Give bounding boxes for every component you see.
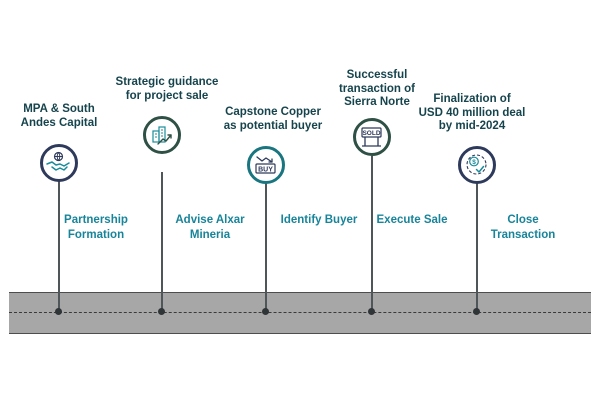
milestone-road-dot bbox=[368, 308, 375, 315]
milestone-stem bbox=[265, 183, 267, 312]
milestone-stage: Identify Buyer bbox=[259, 213, 379, 228]
milestone-heading: MPA & South Andes Capital bbox=[0, 103, 119, 130]
sold-sign-icon: SOLD bbox=[361, 127, 382, 147]
heading-line: Sierra Norte bbox=[344, 96, 410, 108]
heading-line: Capstone Copper bbox=[225, 106, 321, 118]
milestone-heading: Capstone Copper as potential buyer bbox=[213, 106, 333, 133]
milestone-stage: Partnership Formation bbox=[36, 213, 156, 242]
heading-line: Finalization of bbox=[433, 93, 511, 105]
stage-line: Transaction bbox=[490, 228, 556, 241]
sold-sign-text: SOLD bbox=[362, 130, 380, 137]
milestone-stem bbox=[371, 156, 373, 312]
milestone-stage: Close Transaction bbox=[463, 213, 583, 242]
milestone-marker: BUY bbox=[247, 146, 285, 184]
heading-line: Successful bbox=[346, 69, 408, 81]
heading-line: transaction of bbox=[338, 82, 416, 95]
milestone-road-dot bbox=[55, 308, 62, 315]
milestone-road-dot bbox=[262, 308, 269, 315]
milestone-marker bbox=[40, 144, 78, 182]
milestone-heading: Strategic guidance for project sale bbox=[107, 76, 227, 103]
stage-line: Close bbox=[507, 214, 539, 226]
milestone-stem bbox=[58, 181, 60, 312]
buy-sign-icon: BUY bbox=[255, 156, 276, 174]
heading-line: by mid-2024 bbox=[438, 120, 506, 132]
stage-line: Mineria bbox=[189, 228, 231, 241]
milestone-road-dot bbox=[473, 308, 480, 315]
money-check-icon: $ bbox=[466, 154, 487, 175]
growth-buildings-icon bbox=[152, 126, 172, 145]
heading-line: USD 40 million deal bbox=[418, 106, 526, 119]
heading-line: for project sale bbox=[125, 89, 209, 102]
milestone-marker: $ bbox=[458, 146, 496, 184]
milestone-marker: SOLD bbox=[353, 118, 391, 156]
milestone-heading: Successful transaction of Sierra Norte bbox=[317, 69, 437, 110]
road-centerline bbox=[9, 312, 591, 313]
milestone-stem bbox=[476, 183, 478, 312]
stage-line: Advise Alxar bbox=[175, 214, 245, 226]
heading-line: as potential buyer bbox=[223, 119, 323, 132]
dollar-sign-text: $ bbox=[472, 159, 476, 166]
stage-line: Formation bbox=[67, 228, 125, 241]
stage-line: Identify Buyer bbox=[280, 214, 358, 226]
milestone-marker bbox=[143, 116, 181, 154]
heading-line: MPA & South bbox=[23, 103, 95, 115]
road bbox=[9, 292, 591, 334]
milestone-stage: Execute Sale bbox=[352, 213, 472, 228]
heading-line: Strategic guidance bbox=[115, 76, 219, 88]
milestone-road-dot bbox=[158, 308, 165, 315]
milestone-heading: Finalization of USD 40 million deal by m… bbox=[412, 93, 532, 134]
stage-line: Partnership bbox=[64, 214, 128, 226]
stage-line: Execute Sale bbox=[376, 214, 448, 226]
milestone-stage: Advise Alxar Mineria bbox=[150, 213, 270, 242]
buy-sign-text: BUY bbox=[258, 166, 273, 173]
handshake-globe-icon bbox=[46, 151, 70, 171]
heading-line: Andes Capital bbox=[20, 116, 98, 129]
milestone-stem bbox=[161, 172, 163, 312]
